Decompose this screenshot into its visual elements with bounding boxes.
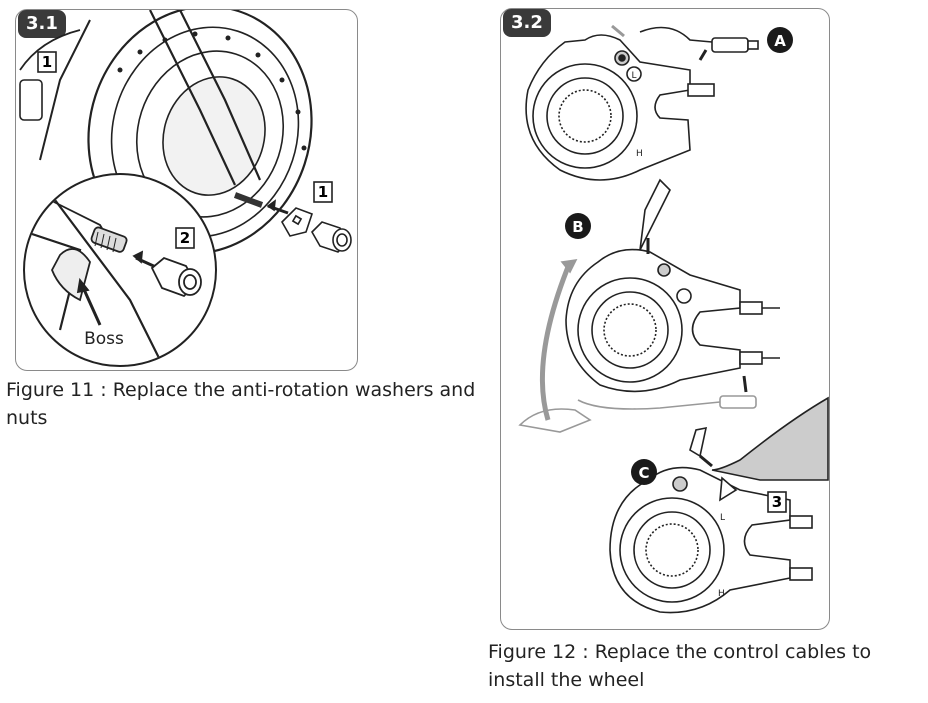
hub-stage-b: [518, 178, 780, 433]
boss-label: Boss: [84, 329, 124, 349]
svg-text:H: H: [636, 149, 643, 159]
svg-text:1: 1: [318, 183, 328, 201]
hub-stage-c: L H: [609, 396, 829, 614]
figure-12-caption: Figure 12 : Replace the control cables t…: [488, 641, 872, 691]
svg-text:2: 2: [180, 229, 190, 247]
svg-text:1: 1: [42, 53, 52, 71]
svg-text:C: C: [638, 464, 649, 482]
step-tag-3-2: 3.2: [503, 9, 551, 37]
svg-text:L: L: [720, 513, 725, 523]
callout-3: 3: [767, 491, 787, 513]
stage-label-b: B: [565, 213, 591, 239]
figure-11-caption: Figure 11 : Replace the anti-rotation wa…: [6, 379, 476, 429]
stage-label-c: C: [631, 459, 657, 485]
boss-zoom-detail: Boss: [23, 173, 217, 367]
svg-text:A: A: [774, 32, 786, 50]
callout-1-top: 1: [37, 51, 57, 73]
svg-text:L: L: [631, 71, 636, 81]
svg-text:B: B: [572, 218, 583, 236]
callout-2: 2: [175, 227, 195, 249]
svg-text:3: 3: [772, 493, 782, 511]
step-tag-3-1: 3.1: [18, 10, 66, 38]
svg-text:H: H: [718, 589, 725, 599]
stage-label-a: A: [767, 27, 793, 53]
callout-1-right: 1: [313, 181, 333, 203]
hub-stage-a: L H: [525, 24, 759, 181]
